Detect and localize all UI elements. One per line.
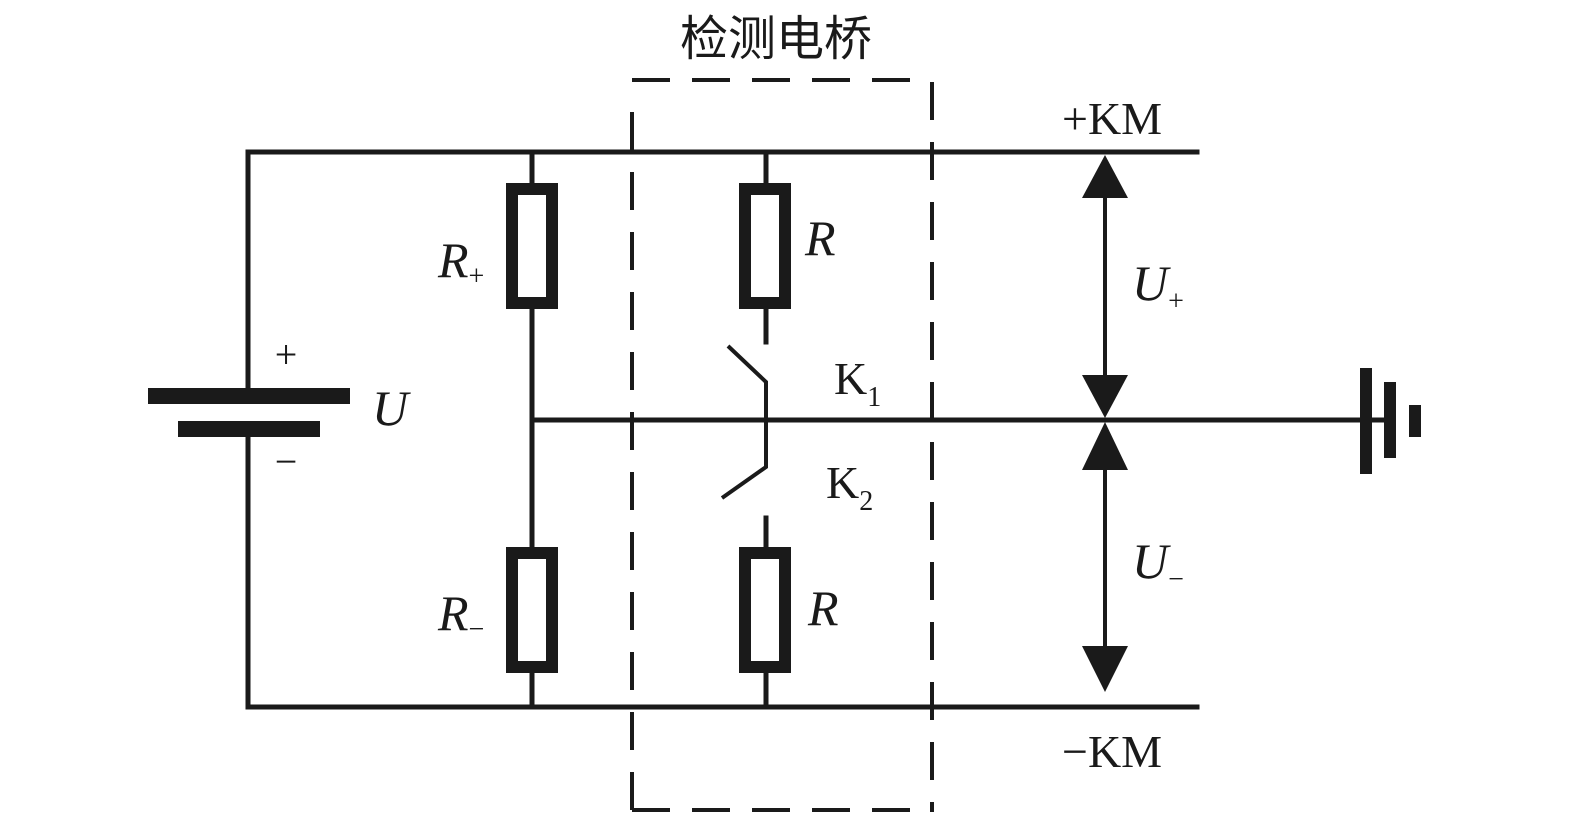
battery-plus-sign: + — [275, 332, 298, 377]
resistor-r-top — [739, 183, 791, 309]
label-u-minus: U− — [1132, 533, 1184, 595]
detection-bridge-box — [630, 78, 934, 812]
label-r-plus: R+ — [437, 232, 484, 292]
label-k1: K1 — [834, 353, 881, 413]
label-r-minus: R− — [437, 585, 484, 645]
switch-k1 — [726, 344, 768, 420]
battery-symbol — [148, 388, 350, 437]
battery-minus-sign: − — [275, 439, 298, 484]
circuit-wires — [245, 149, 1388, 710]
label-r-top: R — [804, 210, 836, 266]
resistor-r-bottom — [739, 547, 791, 673]
label-u-plus: U+ — [1132, 255, 1184, 317]
label-bus-minus: −KM — [1062, 726, 1162, 777]
voltage-arrow-u-minus — [1082, 422, 1128, 692]
ground-icon — [1360, 368, 1421, 474]
label-r-bottom: R — [807, 580, 839, 636]
label-bus-plus: +KM — [1062, 93, 1162, 144]
resistor-r-plus — [506, 183, 558, 309]
diagram-title: 检测电桥 — [680, 11, 872, 67]
label-k2: K2 — [826, 457, 873, 517]
voltage-arrow-u-plus — [1082, 155, 1128, 418]
resistor-r-minus — [506, 547, 558, 673]
switch-k2 — [720, 420, 768, 500]
battery-label: U — [372, 380, 411, 436]
